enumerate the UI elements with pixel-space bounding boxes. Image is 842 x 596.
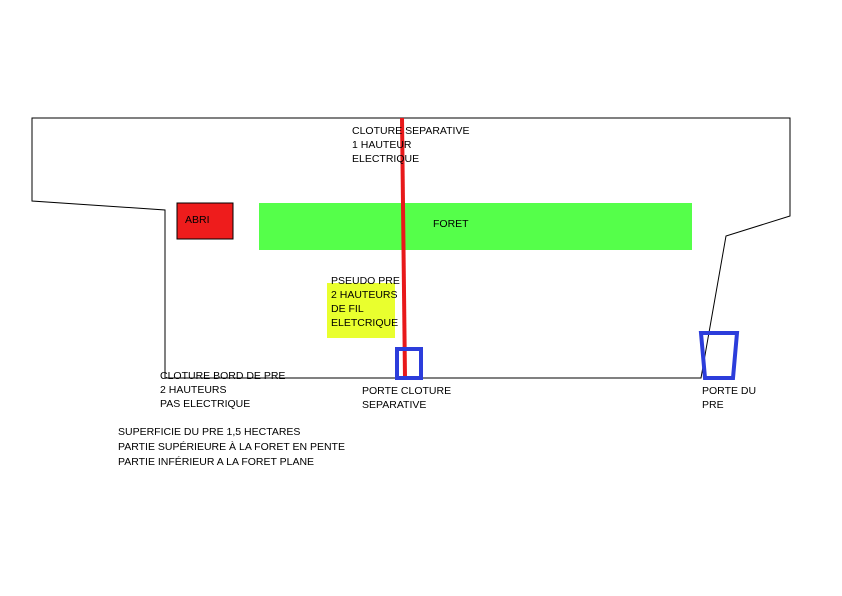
edge-fence-label-line2: 2 HAUTEURS bbox=[160, 384, 227, 396]
separating-fence-label: CLOTURE SEPARATIVE 1 HAUTEUR ELECTRIQUE bbox=[352, 124, 469, 166]
pseudo-pre-label-line3: DE FIL bbox=[331, 303, 364, 315]
separating-fence-label-line1: CLOTURE SEPARATIVE bbox=[352, 125, 470, 137]
note-area: SUPERFICIE DU PRE 1,5 HECTARES bbox=[118, 426, 301, 438]
pseudo-pre-area bbox=[327, 283, 395, 338]
pasture-gate-label: PORTE DU PRE bbox=[702, 384, 756, 412]
separating-fence-line bbox=[400, 117, 407, 379]
pseudo-pre-label-line2: 2 HAUTEURS bbox=[331, 289, 398, 301]
separating-gate-label: PORTE CLOTURE SEPARATIVE bbox=[362, 384, 451, 412]
pseudo-pre-label-line4: ELETCRIQUE bbox=[331, 317, 399, 329]
pseudo-pre-label: PSEUDO PRE 2 HAUTEURS DE FIL ELETCRIQUE bbox=[331, 274, 400, 330]
notes-block: SUPERFICIE DU PRE 1,5 HECTARES PARTIE SU… bbox=[118, 425, 345, 470]
note-lower-part: PARTIE INFÉRIEUR A LA FORET PLANE bbox=[118, 456, 315, 468]
separating-fence-label-line3: ELECTRIQUE bbox=[352, 153, 420, 165]
separating-fence-gate bbox=[395, 347, 423, 380]
pasture-outline bbox=[31, 117, 791, 379]
pasture-gate bbox=[698, 331, 740, 380]
pasture-gate-label-line1: PORTE DU bbox=[702, 385, 757, 397]
forest-label: FORET bbox=[433, 218, 469, 230]
pseudo-pre-label-line1: PSEUDO PRE bbox=[331, 275, 400, 287]
separating-gate-label-line2: SEPARATIVE bbox=[362, 399, 427, 411]
edge-fence-label-line3: PAS ELECTRIQUE bbox=[160, 398, 251, 410]
forest-area bbox=[259, 203, 692, 250]
edge-fence-label: CLOTURE BORD DE PRE 2 HAUTEURS PAS ELECT… bbox=[160, 369, 285, 411]
pasture-gate-label-line2: PRE bbox=[702, 399, 724, 411]
separating-gate-label-line1: PORTE CLOTURE bbox=[362, 385, 452, 397]
shelter-box bbox=[176, 202, 234, 240]
shelter-label: ABRI bbox=[185, 214, 210, 226]
separating-fence-label-line2: 1 HAUTEUR bbox=[352, 139, 412, 151]
note-upper-part: PARTIE SUPÉRIEURE À LA FORET EN PENTE bbox=[118, 441, 345, 453]
edge-fence-label-line1: CLOTURE BORD DE PRE bbox=[160, 370, 286, 382]
